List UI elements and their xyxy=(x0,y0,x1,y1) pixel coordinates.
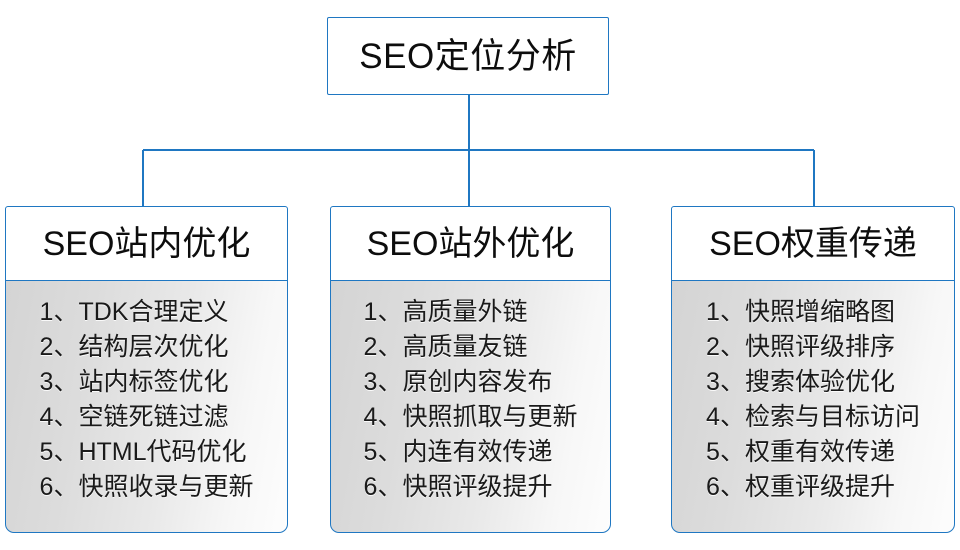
branch-header-seo-onsite[interactable]: SEO站内优化 xyxy=(5,206,288,282)
list-item: 3、原创内容发布 xyxy=(363,368,553,397)
list-item: 3、站内标签优化 xyxy=(39,368,229,397)
branch-header-label: SEO站内优化 xyxy=(42,225,251,263)
list-item: 2、结构层次优化 xyxy=(39,333,229,362)
list-item: 6、快照收录与更新 xyxy=(39,473,254,502)
root-node-label: SEO定位分析 xyxy=(359,36,577,76)
list-item: 5、权重有效传递 xyxy=(706,438,895,467)
branch-body-seo-onsite: 1、TDK合理定义 2、结构层次优化 3、站内标签优化 4、空链死链过滤 5、H… xyxy=(5,280,288,534)
list-item: 6、快照评级提升 xyxy=(363,473,553,502)
branch-header-label: SEO站外优化 xyxy=(366,225,575,263)
branch-header-seo-offsite[interactable]: SEO站外优化 xyxy=(330,206,611,282)
list-item: 4、检索与目标访问 xyxy=(706,403,920,432)
root-node[interactable]: SEO定位分析 xyxy=(327,17,609,95)
branch-seo-onsite: SEO站内优化 1、TDK合理定义 2、结构层次优化 3、站内标签优化 4、空链… xyxy=(5,206,288,534)
branch-header-label: SEO权重传递 xyxy=(709,225,917,263)
list-item: 2、快照评级排序 xyxy=(706,333,895,362)
list-item: 1、高质量外链 xyxy=(363,298,528,327)
list-item: 5、HTML代码优化 xyxy=(39,438,247,467)
branch-item-list: 1、高质量外链 2、高质量友链 3、原创内容发布 4、快照抓取与更新 5、内连有… xyxy=(364,295,578,505)
branch-seo-weight: SEO权重传递 1、快照增缩略图 2、快照评级排序 3、搜索体验优化 4、检索与… xyxy=(671,206,955,534)
branch-body-seo-weight: 1、快照增缩略图 2、快照评级排序 3、搜索体验优化 4、检索与目标访问 5、权… xyxy=(671,280,955,534)
list-item: 3、搜索体验优化 xyxy=(706,368,895,397)
branch-seo-offsite: SEO站外优化 1、高质量外链 2、高质量友链 3、原创内容发布 4、快照抓取与… xyxy=(330,206,611,534)
list-item: 6、权重评级提升 xyxy=(706,473,895,502)
list-item: 2、高质量友链 xyxy=(363,333,528,362)
list-item: 5、内连有效传递 xyxy=(363,438,553,467)
branch-body-seo-offsite: 1、高质量外链 2、高质量友链 3、原创内容发布 4、快照抓取与更新 5、内连有… xyxy=(330,280,611,534)
list-item: 1、快照增缩略图 xyxy=(706,298,895,327)
branch-item-list: 1、快照增缩略图 2、快照评级排序 3、搜索体验优化 4、检索与目标访问 5、权… xyxy=(706,295,920,505)
branch-item-list: 1、TDK合理定义 2、结构层次优化 3、站内标签优化 4、空链死链过滤 5、H… xyxy=(40,295,254,505)
list-item: 4、快照抓取与更新 xyxy=(363,403,578,432)
list-item: 4、空链死链过滤 xyxy=(39,403,229,432)
list-item: 1、TDK合理定义 xyxy=(39,298,229,327)
branch-header-seo-weight[interactable]: SEO权重传递 xyxy=(671,206,955,282)
